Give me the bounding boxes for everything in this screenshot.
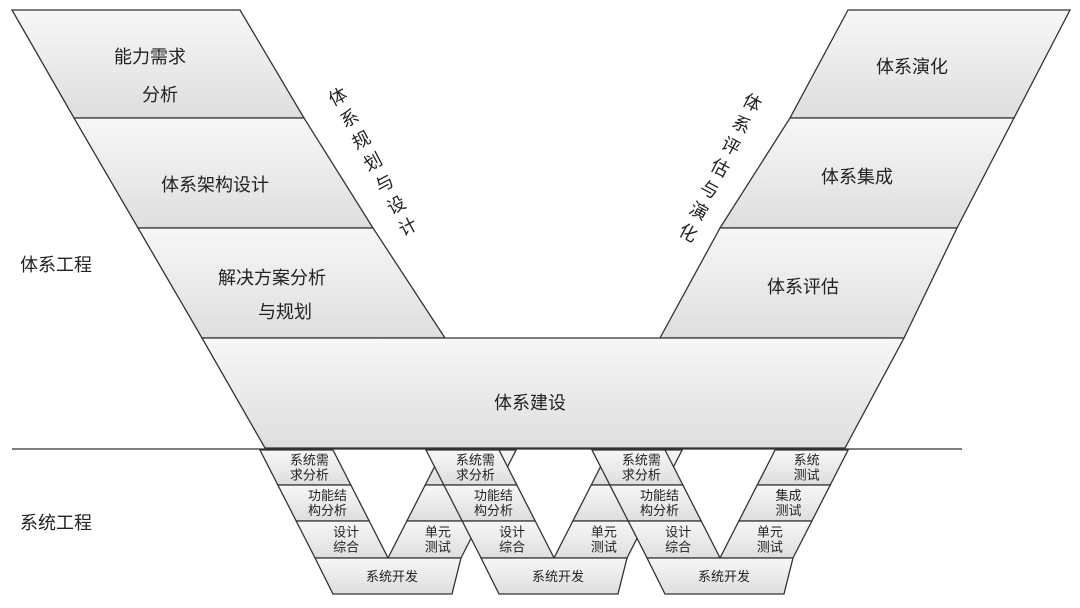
- level-label-sos: 体系工程: [20, 255, 92, 276]
- left-cell-text: 求分析: [622, 469, 661, 484]
- system-development-label: 系统开发: [698, 569, 750, 585]
- left-cell-text: 设计: [333, 526, 359, 541]
- planning-design-label-char: 与: [372, 171, 398, 198]
- right-cell-text: 集成: [776, 488, 802, 504]
- right-cell-text: 测试: [776, 504, 802, 519]
- right-cell-text: 单元: [591, 526, 617, 541]
- band2-right: 体系集成: [821, 167, 893, 188]
- left-cell-text: 求分析: [456, 469, 495, 484]
- right-cell-text: 单元: [425, 526, 451, 541]
- left-cell-text: 构分析: [640, 504, 679, 519]
- right-cell-text: 单元: [757, 526, 783, 541]
- band2-left: 体系架构设计: [161, 175, 269, 196]
- system-development-label: 系统开发: [532, 569, 584, 585]
- planning-design-label-char: 设: [384, 192, 410, 219]
- system-development-cell: [314, 557, 462, 595]
- left-cell-text: 功能结: [640, 489, 679, 504]
- evaluation-evolution-label-char: 化: [675, 220, 701, 247]
- band-architecture-design: [72, 117, 375, 229]
- right-cell-text: 测试: [425, 541, 451, 556]
- evaluation-evolution-label-char: 与: [696, 177, 722, 204]
- left-cell-text: 功能结: [474, 489, 513, 504]
- evaluation-evolution-label-char: 估: [707, 155, 733, 182]
- band3-left-line1: 解决方案分析: [218, 268, 326, 289]
- planning-design-label-char: 规: [349, 127, 375, 154]
- left-cell-text: 求分析: [290, 469, 329, 484]
- band-construction: [200, 337, 906, 449]
- evaluation-evolution-label-char: 演: [686, 198, 712, 225]
- system-development-label: 系统开发: [366, 569, 418, 585]
- band1-left-line2: 分析: [142, 85, 178, 106]
- evaluation-evolution-label-char: 系: [728, 112, 754, 139]
- level-label-systems: 系统工程: [20, 513, 92, 534]
- system-development-cell: [480, 557, 628, 595]
- left-cell-text: 构分析: [308, 504, 347, 519]
- band3-right: 体系评估: [767, 277, 839, 298]
- left-cell-text: 功能结: [308, 489, 347, 504]
- planning-design-label-char: 划: [360, 149, 386, 176]
- right-cell-text: 测试: [591, 541, 617, 556]
- right-cell-text: 测试: [794, 469, 820, 484]
- system-development-cell: [646, 557, 794, 595]
- right-cell-text: 测试: [757, 541, 783, 556]
- planning-design-label-char: 体: [325, 84, 351, 111]
- left-cell-text: 系统需: [456, 454, 495, 469]
- evaluation-evolution-label-char: 体: [739, 90, 765, 117]
- band3-left-line2: 与规划: [258, 302, 312, 323]
- planning-design-label-char: 系: [337, 106, 363, 133]
- left-cell-text: 设计: [499, 526, 525, 541]
- band1-right: 体系演化: [876, 57, 948, 78]
- left-cell-text: 构分析: [474, 504, 513, 519]
- left-cell-text: 综合: [499, 541, 525, 556]
- band1-left-line1: 能力需求: [114, 47, 186, 68]
- right-cell-text: 系统: [794, 454, 820, 469]
- left-cell-text: 设计: [665, 526, 691, 541]
- band-construction-label: 体系建设: [494, 393, 566, 414]
- left-cell-text: 综合: [665, 541, 691, 556]
- left-cell-text: 系统需: [622, 454, 661, 469]
- left-cell-text: 系统需: [290, 454, 329, 469]
- evaluation-evolution-label-char: 评: [718, 133, 744, 160]
- left-cell-text: 综合: [333, 541, 359, 556]
- planning-design-label-char: 计: [395, 214, 421, 241]
